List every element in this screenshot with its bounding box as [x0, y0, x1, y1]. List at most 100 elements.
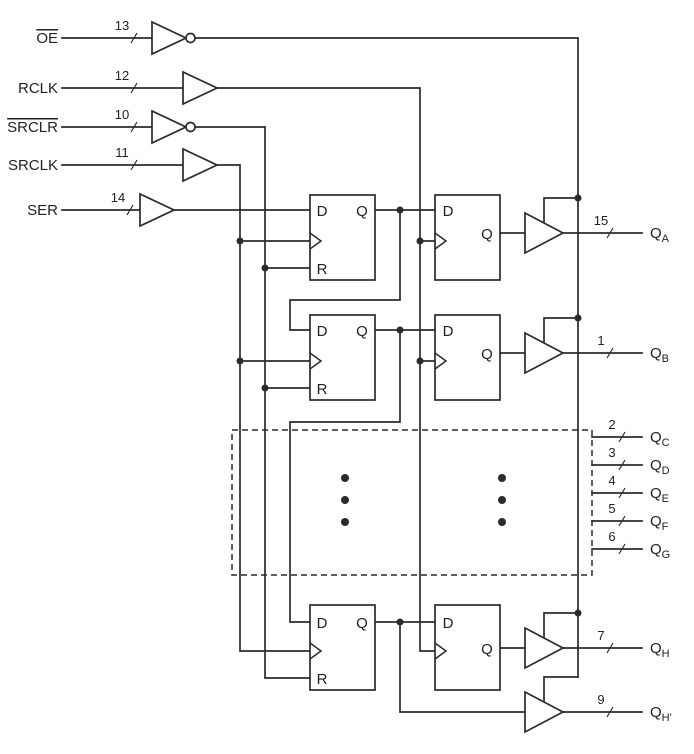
- qhprime-label: QH': [650, 704, 672, 724]
- flipflop-body: [434, 604, 501, 691]
- ellipsis-dot: [341, 496, 349, 504]
- rclk-pin-tick: [130, 82, 138, 94]
- ser-label: SER: [27, 202, 58, 219]
- ellipsis-dot: [498, 474, 506, 482]
- chain-b-to-h-wire: [289, 329, 401, 623]
- qb-label: QB: [650, 345, 669, 365]
- q-port-label: Q: [481, 226, 493, 243]
- shift-flipflop-b: D Q R: [309, 314, 376, 401]
- qh-label: QH: [650, 640, 670, 660]
- d-port-label: D: [317, 203, 328, 220]
- output-qa: 15 QA: [594, 213, 670, 245]
- q-port-label: Q: [356, 323, 368, 340]
- q-port-label: Q: [481, 641, 493, 658]
- junction-dots: [236, 194, 582, 626]
- srclr-pin-tick: [130, 121, 138, 133]
- q-port-label: Q: [481, 346, 493, 363]
- input-row-oe: OE 13: [36, 18, 196, 56]
- output-qf: 5 QF: [608, 501, 668, 533]
- qg-label: QG: [650, 541, 670, 561]
- q-port-label: Q: [356, 615, 368, 632]
- chain-a-to-b-wire: [289, 209, 401, 331]
- qhprime-pin-tick: [606, 706, 614, 718]
- shift-flipflop-a: D Q R: [309, 194, 376, 281]
- output-buffer-qhprime-icon: [524, 690, 565, 734]
- q-port-label: Q: [356, 203, 368, 220]
- ellipsis-dot: [498, 496, 506, 504]
- d-port-label: D: [317, 323, 328, 340]
- srclk-pin-tick: [130, 159, 138, 171]
- junction-dot: [236, 237, 244, 245]
- rclk-bus-wire: [216, 87, 436, 652]
- latch-flipflop-b: D Q: [434, 314, 501, 401]
- ellipsis-dot: [341, 474, 349, 482]
- output-qe: 4 QE: [608, 473, 669, 505]
- qa-label: QA: [650, 225, 670, 245]
- inverter-bubble-icon: [185, 32, 196, 44]
- flipflop-body: [309, 194, 376, 281]
- srclk-label: SRCLK: [8, 157, 58, 174]
- clock-wedge-icon: [309, 642, 323, 660]
- qg-pin-tick: [618, 543, 626, 555]
- junction-dot: [396, 618, 404, 626]
- junction-dot: [236, 357, 244, 365]
- output-qg: 6 QG: [608, 529, 670, 561]
- enable-qh-wire: [543, 612, 579, 639]
- input-row-ser: SER 14: [27, 190, 176, 228]
- output-qd: 3 QD: [608, 445, 669, 477]
- junction-dot: [416, 237, 424, 245]
- hidden-stages-box: [231, 429, 593, 576]
- qd-pin-number: 3: [608, 445, 615, 460]
- d-port-label: D: [443, 323, 454, 340]
- junction-dot: [574, 314, 582, 322]
- junction-dot: [396, 206, 404, 214]
- qh-pin-number: 7: [597, 628, 604, 643]
- ser-pin-tick: [126, 204, 134, 216]
- r-port-label: R: [317, 671, 328, 688]
- qb-pin-tick: [606, 347, 614, 359]
- shift-flipflop-h: D Q R: [309, 604, 376, 691]
- qd-pin-tick: [618, 459, 626, 471]
- qd-label: QD: [650, 457, 670, 477]
- junction-dot: [261, 384, 269, 392]
- enable-qhprime-wire: [543, 676, 579, 703]
- srclr-bus-wire: [194, 126, 311, 679]
- srclk-bus-wire: [216, 164, 311, 652]
- qe-label: QE: [650, 485, 669, 505]
- buffer-icon: [182, 70, 219, 106]
- srclk-pin-number: 11: [115, 145, 129, 160]
- srclr-pin-number: 10: [115, 107, 129, 122]
- inverter-icon: [151, 20, 188, 56]
- oe-bus-wire: [194, 37, 579, 678]
- output-buffer-qa-icon: [524, 211, 565, 255]
- output-qh: 7 QH: [597, 628, 669, 660]
- clock-wedge-icon: [434, 642, 448, 660]
- qg-pin-number: 6: [608, 529, 615, 544]
- qf-label: QF: [650, 513, 669, 533]
- qf-pin-number: 5: [608, 501, 615, 516]
- clock-wedge-icon: [309, 232, 323, 250]
- junction-dot: [416, 357, 424, 365]
- ellipsis-dot: [341, 518, 349, 526]
- output-qhprime: 9 QH': [597, 692, 671, 724]
- input-row-srclr: SRCLR 10: [7, 107, 196, 145]
- oe-label: OE: [36, 30, 58, 47]
- input-row-srclk: SRCLK 11: [8, 145, 219, 183]
- flipflop-body: [309, 314, 376, 401]
- qc-label: QC: [650, 429, 670, 449]
- r-port-label: R: [317, 381, 328, 398]
- clock-wedge-icon: [309, 352, 323, 370]
- qh-pin-tick: [606, 642, 614, 654]
- flipflop-body: [434, 194, 501, 281]
- qb-pin-number: 1: [597, 333, 604, 348]
- rclk-pin-number: 12: [115, 68, 129, 83]
- oe-pin-tick: [130, 32, 138, 44]
- r-port-label: R: [317, 261, 328, 278]
- qa-pin-number: 15: [594, 213, 608, 228]
- ellipsis-dots: [341, 474, 506, 526]
- input-row-rclk: RCLK 12: [18, 68, 219, 106]
- ser-pin-number: 14: [111, 190, 125, 205]
- junction-dot: [261, 264, 269, 272]
- d-port-label: D: [443, 615, 454, 632]
